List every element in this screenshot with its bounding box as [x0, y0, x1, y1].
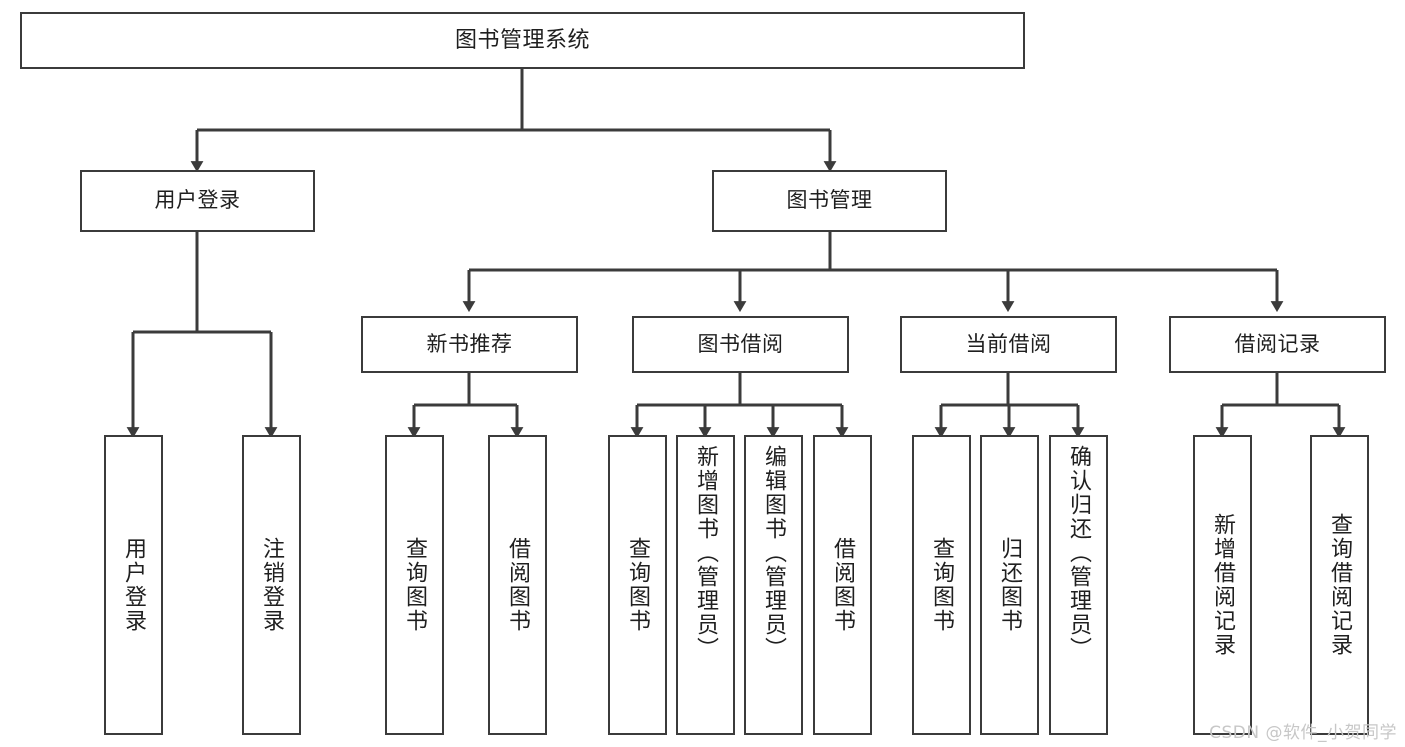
leaf-user-login-signin[interactable]: 用户登录 — [104, 435, 163, 735]
node-label: 借阅记录 — [1234, 331, 1321, 356]
leaf-user-login-signout[interactable]: 注销登录 — [242, 435, 301, 735]
node-label: 编辑图书（管理员） — [761, 445, 787, 661]
node-book-management[interactable]: 图书管理 — [712, 170, 947, 232]
node-root-system[interactable]: 图书管理系统 — [20, 12, 1025, 69]
node-borrow-record[interactable]: 借阅记录 — [1169, 316, 1386, 373]
node-label: 当前借阅 — [965, 331, 1052, 356]
node-label: 查询图书 — [402, 537, 428, 633]
node-label: 图书管理系统 — [454, 27, 590, 53]
leaf-current-borrow-return[interactable]: 归还图书 — [980, 435, 1039, 735]
node-label: 图书管理 — [786, 188, 873, 213]
node-label: 图书借阅 — [697, 331, 784, 356]
node-label: 借阅图书 — [830, 537, 856, 633]
node-label: 确认归还（管理员） — [1066, 445, 1092, 661]
leaf-book-borrow-edit[interactable]: 编辑图书（管理员） — [744, 435, 803, 735]
node-label: 用户登录 — [154, 188, 241, 213]
node-label: 查询图书 — [625, 537, 651, 633]
node-label: 新书推荐 — [426, 331, 513, 356]
leaf-new-book-borrow[interactable]: 借阅图书 — [488, 435, 547, 735]
node-label: 归还图书 — [997, 537, 1023, 633]
leaf-borrow-record-add[interactable]: 新增借阅记录 — [1193, 435, 1252, 735]
leaf-book-borrow-lend[interactable]: 借阅图书 — [813, 435, 872, 735]
node-user-login[interactable]: 用户登录 — [80, 170, 315, 232]
leaf-borrow-record-query[interactable]: 查询借阅记录 — [1310, 435, 1369, 735]
leaf-new-book-query[interactable]: 查询图书 — [385, 435, 444, 735]
node-current-borrow[interactable]: 当前借阅 — [900, 316, 1117, 373]
node-label: 新增图书（管理员） — [693, 445, 719, 661]
leaf-book-borrow-add[interactable]: 新增图书（管理员） — [676, 435, 735, 735]
node-label: 用户登录 — [121, 537, 147, 633]
node-label: 新增借阅记录 — [1210, 513, 1236, 657]
node-label: 注销登录 — [259, 537, 285, 633]
node-book-borrow[interactable]: 图书借阅 — [632, 316, 849, 373]
leaf-book-borrow-query[interactable]: 查询图书 — [608, 435, 667, 735]
node-label: 借阅图书 — [505, 537, 531, 633]
node-label: 查询借阅记录 — [1327, 513, 1353, 657]
node-label: 查询图书 — [929, 537, 955, 633]
watermark-text: CSDN @软件_小贺同学 — [1209, 723, 1397, 743]
leaf-current-borrow-confirm-return[interactable]: 确认归还（管理员） — [1049, 435, 1108, 735]
leaf-current-borrow-query[interactable]: 查询图书 — [912, 435, 971, 735]
node-new-book-recommend[interactable]: 新书推荐 — [361, 316, 578, 373]
